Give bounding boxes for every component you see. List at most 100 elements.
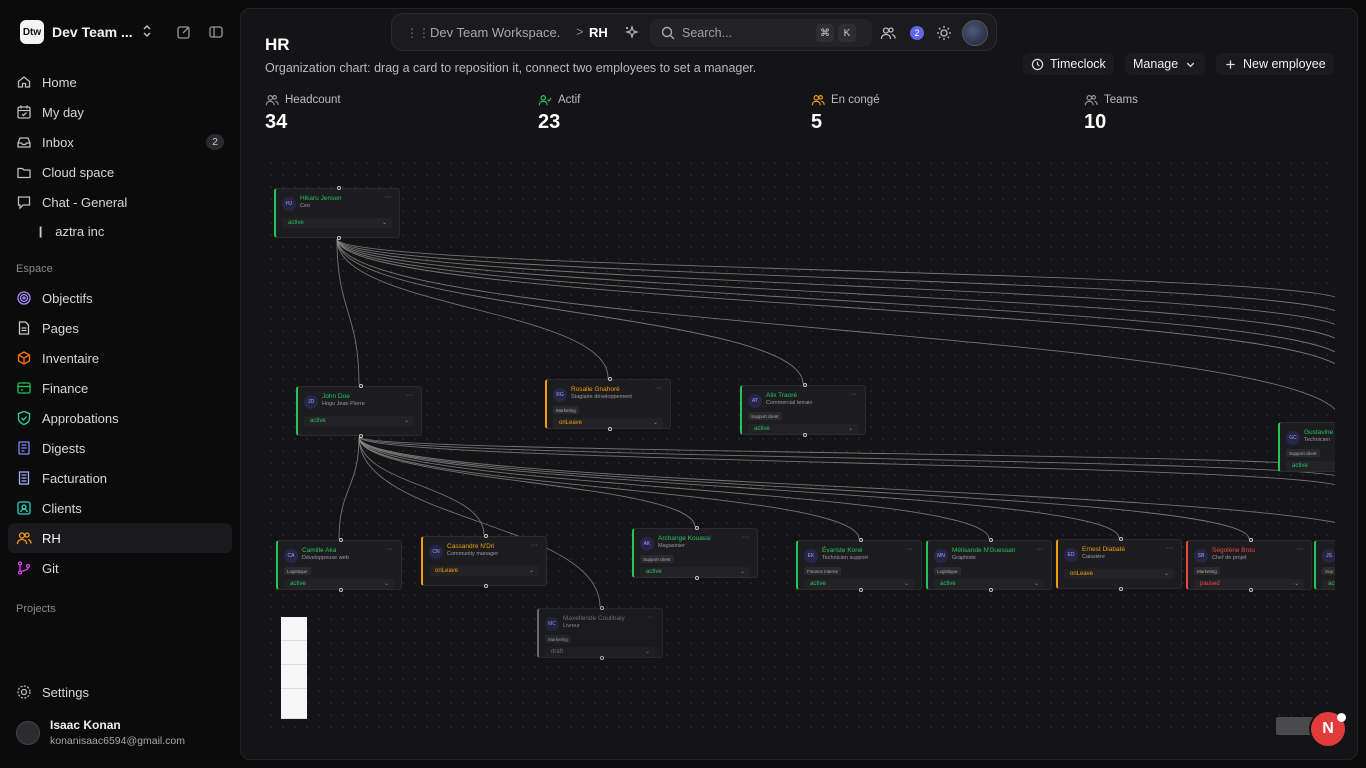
connect-handle-top[interactable] — [1249, 538, 1253, 542]
more-icon[interactable]: ··· — [1036, 546, 1043, 553]
status-select[interactable]: draft ⌄ — [545, 647, 655, 657]
more-icon[interactable]: ··· — [1166, 545, 1173, 552]
sidebar-item-objectifs[interactable]: Objectifs — [8, 283, 232, 313]
employee-card[interactable]: RG Rosalie Gnahoré Stagiaire développeme… — [545, 377, 671, 431]
connect-handle-top[interactable] — [337, 186, 341, 190]
more-icon[interactable]: ··· — [531, 542, 538, 549]
status-select[interactable]: onLeave ⌄ — [1064, 569, 1174, 579]
more-icon[interactable]: ··· — [850, 391, 857, 398]
connect-handle-bottom[interactable] — [337, 236, 341, 240]
sidebar-item-clients[interactable]: Clients — [8, 493, 232, 523]
connect-handle-bottom[interactable] — [859, 588, 863, 592]
minimap-block[interactable] — [281, 617, 307, 641]
manager-edge[interactable] — [358, 436, 601, 608]
more-icon[interactable]: ··· — [406, 392, 413, 399]
org-chart-canvas[interactable]: HJ Hikaru Jensen Ceo ··· active ⌄ JD Joh… — [265, 157, 1335, 737]
connect-handle-top[interactable] — [989, 538, 993, 542]
chat-sub-item[interactable]: ❙ aztra inc — [36, 222, 104, 240]
connect-handle-bottom[interactable] — [1249, 588, 1253, 592]
manager-edge[interactable] — [358, 436, 1120, 539]
connect-handle-top[interactable] — [484, 534, 488, 538]
status-select[interactable]: active ⌄ — [640, 567, 750, 577]
connect-handle-bottom[interactable] — [339, 588, 343, 592]
connect-handle-top[interactable] — [608, 377, 612, 381]
canvas-controls-chip[interactable] — [1276, 717, 1314, 735]
manager-edge[interactable] — [358, 436, 860, 540]
search-input[interactable] — [682, 23, 812, 43]
notification-badge[interactable]: 2 — [910, 26, 924, 40]
manager-edge[interactable] — [336, 238, 1335, 317]
manager-edge[interactable] — [336, 238, 1335, 302]
workspace-switcher[interactable]: Dtw Dev Team ... — [12, 16, 162, 48]
status-select[interactable]: active ⌄ — [934, 579, 1044, 589]
new-employee-button[interactable]: New employee — [1216, 53, 1334, 75]
minimap-block[interactable] — [281, 665, 307, 689]
compose-icon[interactable] — [176, 24, 192, 40]
manager-edge[interactable] — [336, 238, 609, 379]
manager-edge[interactable] — [358, 436, 990, 540]
employee-card[interactable]: AK Archange Kouassi Magasinier ···Suppor… — [632, 526, 758, 580]
sidebar-item-cloud-space[interactable]: Cloud space — [8, 157, 232, 187]
more-icon[interactable]: ··· — [742, 534, 749, 541]
connect-handle-top[interactable] — [803, 383, 807, 387]
sidebar-toggle-icon[interactable] — [208, 24, 224, 40]
manager-edge[interactable] — [336, 238, 1335, 362]
breadcrumb-workspace[interactable]: Dev Team Workspace. — [430, 25, 561, 40]
status-select[interactable]: active ⌄ — [282, 218, 392, 228]
timeclock-button[interactable]: Timeclock — [1023, 53, 1114, 75]
employee-card[interactable]: EK Évariste Koné Technicien support ···F… — [796, 538, 922, 592]
more-icon[interactable]: ··· — [386, 546, 393, 553]
manager-edge[interactable] — [336, 238, 360, 386]
employee-card[interactable]: MN Mélisande N'Guessan Graphiste ···Logi… — [926, 538, 1052, 592]
manager-edge[interactable] — [336, 238, 804, 385]
connect-handle-top[interactable] — [600, 606, 604, 610]
sun-icon[interactable] — [936, 25, 952, 41]
manager-edge[interactable] — [336, 238, 1335, 332]
connect-handle-bottom[interactable] — [803, 433, 807, 437]
breadcrumb-current[interactable]: RH — [589, 25, 608, 40]
sidebar-item-inventaire[interactable]: Inventaire — [8, 343, 232, 373]
status-select[interactable]: onLeave ⌄ — [553, 418, 663, 428]
manager-edge[interactable] — [358, 436, 696, 528]
connect-handle-top[interactable] — [695, 526, 699, 530]
employee-card[interactable]: JS ···Sup active ⌄ — [1314, 540, 1335, 590]
manager-edge[interactable] — [358, 436, 1250, 540]
status-select[interactable]: active ⌄ — [1322, 579, 1335, 589]
settings-link[interactable]: Settings — [16, 684, 89, 700]
employee-card[interactable]: SB Ségolène Brou Chef de projet ···Marke… — [1186, 538, 1312, 592]
employee-card[interactable]: CN Cassandre N'Dri Community manager ···… — [421, 534, 547, 588]
employee-card[interactable]: AT Alix Traoré Commercial terrain ···Sup… — [740, 383, 866, 437]
connect-handle-bottom[interactable] — [1119, 587, 1123, 591]
employee-card[interactable]: HJ Hikaru Jensen Ceo ··· active ⌄ — [274, 186, 400, 240]
employee-card[interactable]: CA Camille Aka Développeuse web ···Logis… — [276, 538, 402, 592]
manager-edge[interactable] — [336, 238, 1335, 347]
more-icon[interactable]: ··· — [647, 614, 654, 621]
connect-handle-top[interactable] — [859, 538, 863, 542]
chevron-updown-icon[interactable] — [142, 24, 152, 41]
manager-edge[interactable] — [358, 436, 485, 536]
sidebar-item-finance[interactable]: Finance — [8, 373, 232, 403]
connect-handle-bottom[interactable] — [989, 588, 993, 592]
employee-card[interactable]: GC Gustavine Technicien ···Support clien… — [1278, 422, 1335, 472]
search-box[interactable]: ⌘ K — [650, 19, 872, 47]
status-select[interactable]: active ⌄ — [1286, 461, 1335, 471]
status-select[interactable]: active ⌄ — [748, 424, 858, 434]
user-profile[interactable]: Isaac Konan konanisaac6594@gmail.com — [16, 718, 185, 747]
status-select[interactable]: paused ⌄ — [1194, 579, 1304, 589]
sparkles-icon[interactable] — [624, 25, 640, 41]
manager-edge[interactable] — [358, 436, 1335, 469]
connect-handle-top[interactable] — [359, 384, 363, 388]
drag-handle-icon[interactable]: ⋮⋮ — [406, 26, 430, 40]
minimap-block[interactable] — [281, 641, 307, 665]
more-icon[interactable]: ··· — [906, 546, 913, 553]
connect-handle-top[interactable] — [339, 538, 343, 542]
more-icon[interactable]: ··· — [655, 385, 662, 392]
employee-card[interactable]: MC Maxellende Coulibaly Livreur ···Marke… — [537, 606, 663, 660]
sidebar-item-home[interactable]: Home — [8, 67, 232, 97]
sidebar-item-rh[interactable]: RH — [8, 523, 232, 553]
sidebar-item-my-day[interactable]: My day — [8, 97, 232, 127]
sidebar-item-git[interactable]: Git — [8, 553, 232, 583]
employee-card[interactable]: JD John Doe Hogu Jean Pierre ··· active … — [296, 384, 422, 438]
manager-edge[interactable] — [336, 238, 1335, 421]
